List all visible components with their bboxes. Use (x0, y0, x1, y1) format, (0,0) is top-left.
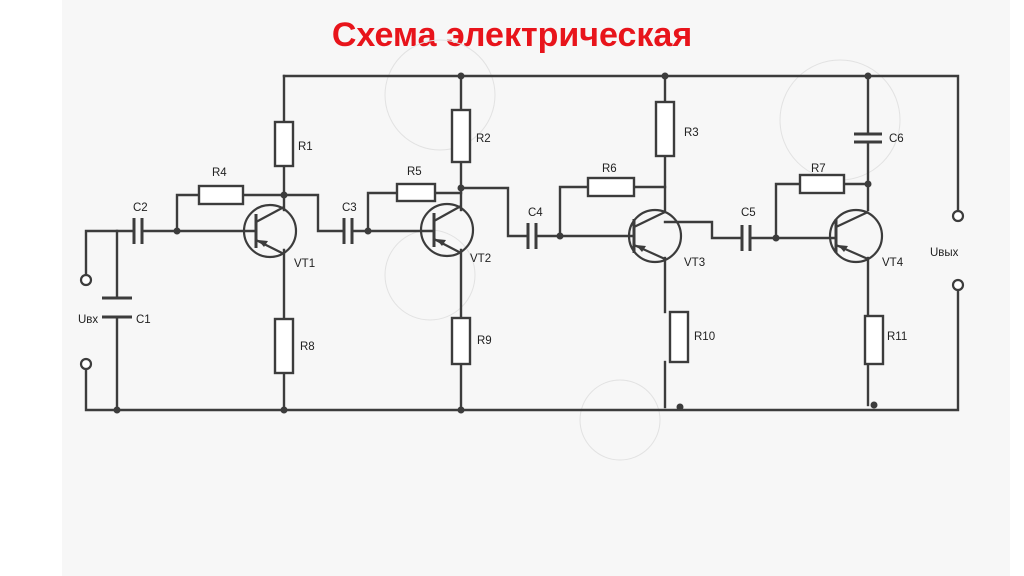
transistor-vt2 (419, 202, 475, 258)
label-c3: C3 (342, 202, 357, 214)
label-r9: R9 (477, 335, 492, 347)
label-r8: R8 (300, 341, 315, 353)
label-c6: C6 (889, 133, 904, 145)
capacitor-c3 (342, 218, 354, 244)
resistor-r1 (273, 120, 295, 168)
scanned-sheet (62, 0, 1010, 576)
label-uin: Uвх (78, 314, 98, 326)
resistor-r6 (586, 176, 636, 198)
resistor-r9 (450, 316, 472, 366)
transistors (242, 202, 884, 264)
resistors (197, 100, 885, 375)
label-c1: C1 (136, 314, 151, 326)
label-c2: C2 (133, 202, 148, 214)
resistor-r4 (197, 184, 245, 206)
slide-title: Схема электрическая (331, 16, 693, 54)
resistor-r8 (273, 317, 295, 375)
junctions (113, 72, 878, 414)
capacitor-c6 (854, 132, 882, 144)
capacitors (102, 132, 882, 319)
label-c4: C4 (528, 207, 543, 219)
label-r11: R11 (887, 331, 907, 343)
transistor-vt3 (627, 208, 683, 264)
label-vt2: VT2 (470, 253, 491, 265)
capacitor-c2 (132, 218, 144, 244)
label-r7: R7 (811, 163, 826, 175)
resistor-r11 (863, 314, 885, 366)
label-r6: R6 (602, 163, 617, 175)
label-r1: R1 (298, 141, 313, 153)
input-terminal-top (79, 273, 93, 287)
output-terminal-bottom (951, 278, 965, 292)
resistor-r2 (450, 108, 472, 164)
resistor-r3 (654, 100, 676, 158)
label-r5: R5 (407, 166, 422, 178)
resistor-r5 (395, 182, 437, 203)
label-r2: R2 (476, 133, 491, 145)
input-terminal-bottom (79, 357, 93, 371)
terminals (79, 209, 965, 371)
transistor-vt4 (828, 208, 884, 264)
capacitor-c4 (526, 223, 538, 249)
label-vt3: VT3 (684, 257, 705, 269)
label-c5: C5 (741, 207, 756, 219)
label-uout: Uвых (930, 247, 959, 259)
output-terminal-top (951, 209, 965, 223)
component-labels: R1 R2 R3 R4 R5 R6 R7 R8 R9 R10 R11 C1 C2… (78, 127, 959, 353)
label-vt4: VT4 (882, 257, 904, 269)
resistor-r7 (798, 173, 846, 195)
label-r10: R10 (694, 331, 715, 343)
label-vt1: VT1 (294, 258, 315, 270)
resistor-r10 (668, 310, 690, 364)
wires (84, 74, 960, 412)
transistor-vt1 (242, 203, 298, 259)
capacitor-c1 (102, 296, 132, 319)
label-r3: R3 (684, 127, 699, 139)
capacitor-c5 (740, 225, 752, 251)
label-r4: R4 (212, 167, 227, 179)
